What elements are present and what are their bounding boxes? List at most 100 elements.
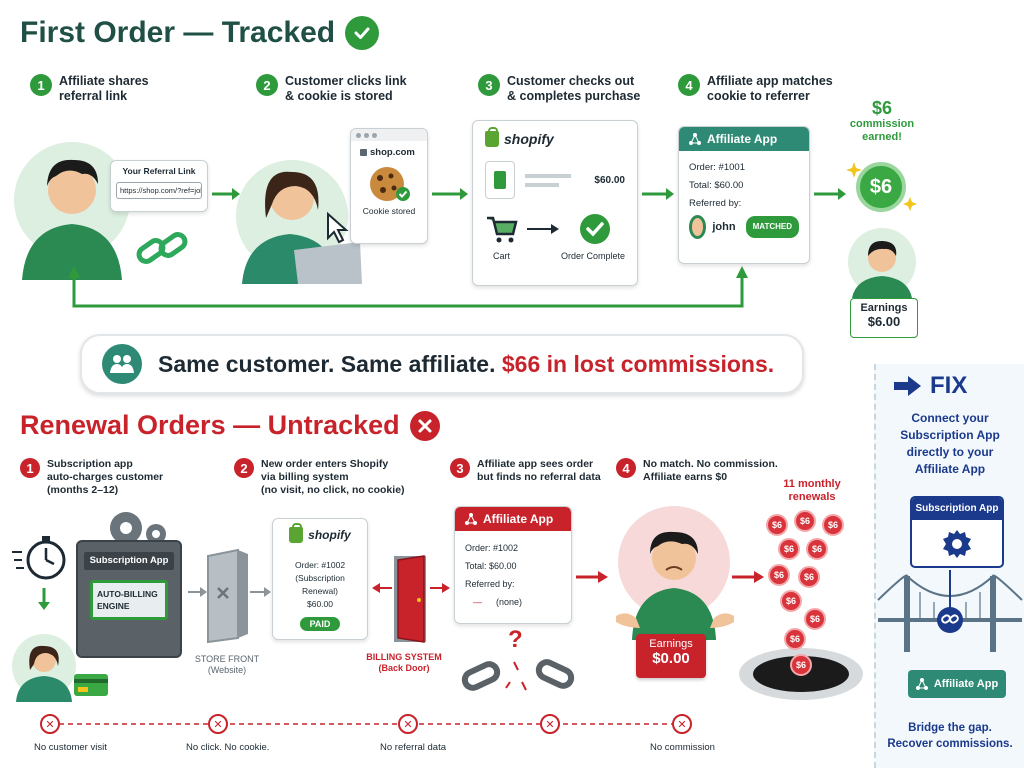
machine-screen-line: AUTO-BILLING — [97, 589, 158, 599]
product-thumbnail — [485, 161, 515, 199]
x-mark-icon: ✕ — [208, 714, 228, 734]
chain-link-icon — [136, 232, 188, 264]
timeline-label: No referral data — [380, 742, 447, 753]
step-line: via billing system — [261, 471, 349, 483]
timeline-line — [50, 723, 680, 725]
step-line: Customer clicks link — [285, 74, 407, 88]
arrow-right-icon — [527, 224, 559, 234]
affiliate-app-card-untracked: Affiliate App Order: #1002 Total: $60.00… — [454, 506, 572, 624]
x-circle-icon — [409, 410, 440, 441]
step-line: New order enters Shopify — [261, 458, 389, 470]
renewals-line: 11 monthly — [783, 478, 841, 490]
arrow-down-icon — [38, 588, 50, 610]
matched-badge: MATCHED — [745, 216, 799, 238]
fix-title: FIX — [930, 372, 968, 399]
referred-by-label: Referred by: — [689, 198, 742, 209]
fix-footer: Bridge the gap. Recover commissions. — [880, 720, 1020, 752]
step-number: 2 — [234, 458, 254, 478]
renewals-label: 11 monthly renewals — [774, 478, 850, 504]
customer-laptop-icon — [236, 160, 362, 284]
browser-url: shop.com — [370, 147, 415, 158]
coin-icon: $6 — [780, 590, 802, 612]
tracked-step-3: 3 Customer checks out& completes purchas… — [478, 74, 640, 104]
step-number: 4 — [616, 458, 636, 478]
cursor-icon — [327, 211, 349, 244]
step-line: No match. No commission. — [643, 458, 778, 470]
coin-icon: $6 — [794, 510, 816, 532]
timeline-label: No click. No cookie. — [186, 742, 270, 753]
network-icon — [689, 133, 701, 145]
storefront-label-line: (Website) — [207, 665, 247, 675]
step-number: 1 — [20, 458, 40, 478]
arrow-right-icon — [432, 188, 468, 200]
affiliate-app-header: Affiliate App — [455, 507, 571, 531]
machine-title: Subscription App — [84, 552, 174, 570]
step-line: cookie to referrer — [707, 89, 810, 103]
order-number: Order: #1001 — [689, 162, 745, 173]
untracked-title: Renewal Orders — Untracked — [20, 410, 400, 440]
shopify-renewal-card: shopify Order: #1002 (Subscription Renew… — [272, 518, 368, 640]
tracked-step-2: 2 Customer clicks link& cookie is stored — [256, 74, 407, 104]
broken-chain-icon — [461, 659, 575, 691]
bridge-icon — [877, 570, 1023, 652]
back-door-icon — [394, 555, 426, 643]
shopify-logo: shopify — [485, 127, 625, 147]
subscription-machine: Subscription App AUTO-BILLING ENGINE — [76, 540, 182, 658]
order-number: Order: #1002 — [465, 543, 519, 553]
fix-line: Connect your — [911, 411, 989, 425]
step-line: (no visit, no click, no cookie) — [261, 484, 405, 496]
referral-card-title: Your Referral Link — [122, 166, 196, 176]
step-line: auto-charges customer — [47, 471, 164, 483]
referral-url-field[interactable]: https://shop.com/?ref=john — [116, 182, 202, 199]
affiliate-earnings-person-icon — [848, 228, 916, 298]
renewals-line: renewals — [788, 491, 836, 503]
affiliate-app-card-tracked: Affiliate App Order: #1001 Total: $60.00… — [678, 126, 810, 264]
arrow-left-icon — [372, 583, 392, 593]
coin-icon: $6 — [766, 514, 788, 536]
falling-coins: $6 $6 $6 $6 $6 $6 $6 $6 $6 $6 $6 — [760, 508, 854, 678]
order-complete-label: Order Complete — [560, 251, 625, 261]
coin-icon: $6 — [784, 628, 806, 650]
gears-icon — [110, 512, 166, 544]
tracked-title: First Order — Tracked — [20, 16, 336, 49]
stopwatch-icon — [12, 536, 66, 580]
return-loop-arrow — [68, 266, 748, 308]
check-circle-icon — [345, 16, 380, 50]
coin-icon: $6 — [822, 514, 844, 536]
arrow-right-icon — [814, 188, 846, 200]
billing-label-line: (Back Door) — [378, 663, 430, 673]
earnings-value: $0.00 — [652, 650, 690, 667]
no-referrer-dash: — — [473, 597, 482, 607]
order-total: Total: $60.00 — [689, 180, 744, 191]
step-line: Affiliate app sees order — [477, 458, 594, 470]
browser-window: shop.com Cookie stored — [350, 128, 428, 244]
no-referrer-text: (none) — [496, 597, 523, 607]
untracked-title-row: Renewal Orders — Untracked — [20, 410, 440, 441]
timeline-label: No customer visit — [34, 742, 107, 753]
arrow-right-icon — [732, 571, 764, 583]
lost-commissions-banner: Same customer. Same affiliate. $66 in lo… — [80, 334, 804, 394]
commission-text: $6 commission earned! — [842, 98, 922, 144]
machine-screen: AUTO-BILLING ENGINE — [90, 580, 168, 620]
paid-badge: PAID — [299, 617, 341, 631]
x-mark-icon: ✕ — [398, 714, 418, 734]
x-mark-icon: ✕ — [672, 714, 692, 734]
step-line: Affiliate earns $0 — [643, 471, 728, 483]
step-line: Affiliate app matches — [707, 74, 833, 88]
network-icon — [915, 678, 928, 690]
arrow-right-icon — [250, 587, 271, 597]
fix-footer-line: Recover commissions. — [887, 738, 1013, 750]
commission-coin: $6 — [856, 162, 906, 212]
billing-label-line: BILLING SYSTEM — [366, 652, 442, 662]
step-number: 1 — [30, 74, 52, 96]
shopping-bag-icon — [289, 523, 304, 543]
affiliate-app-title: Affiliate App — [483, 512, 554, 526]
cart-icon — [487, 216, 518, 243]
fix-subscription-app-label: Subscription App — [912, 498, 1002, 520]
shopify-brand: shopify — [504, 131, 554, 147]
coin-icon: $6 — [804, 608, 826, 630]
